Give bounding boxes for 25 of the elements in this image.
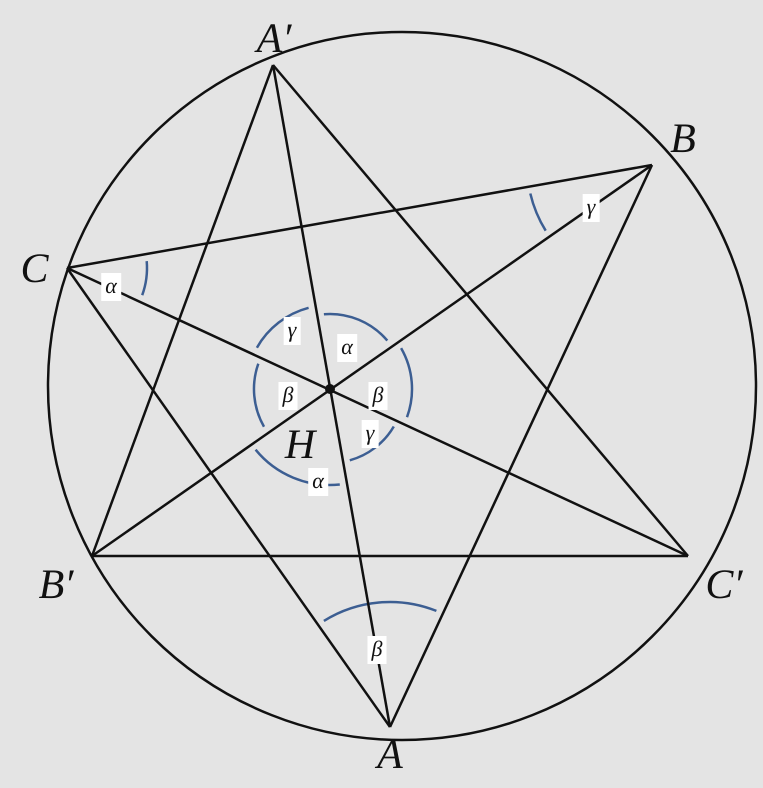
point-label: B [670, 118, 696, 160]
line-segment [91, 164, 653, 558]
line-segment [92, 554, 688, 558]
point-label: A [377, 734, 403, 776]
line-segment [66, 164, 652, 270]
point-label: C′ [705, 564, 743, 606]
line-segment [272, 64, 689, 557]
angle-label: γ [582, 194, 600, 222]
point-label: H [284, 424, 316, 466]
point-label: C [20, 248, 48, 290]
line-segment [272, 64, 392, 728]
angle-label: β [368, 382, 388, 410]
angle-label: α [308, 468, 328, 496]
line-segment [66, 266, 689, 558]
line-segment [90, 64, 274, 556]
angle-label: β [278, 382, 298, 410]
angle-label: α [337, 334, 357, 362]
angle-label: α [101, 273, 121, 301]
angle-label: γ [284, 317, 300, 345]
point-label: B′ [38, 564, 74, 606]
angle-label: γ [362, 420, 378, 448]
line-segment [66, 267, 392, 728]
angle-label: β [368, 636, 386, 664]
point-label: A′ [256, 18, 292, 60]
line-segment [388, 164, 654, 728]
